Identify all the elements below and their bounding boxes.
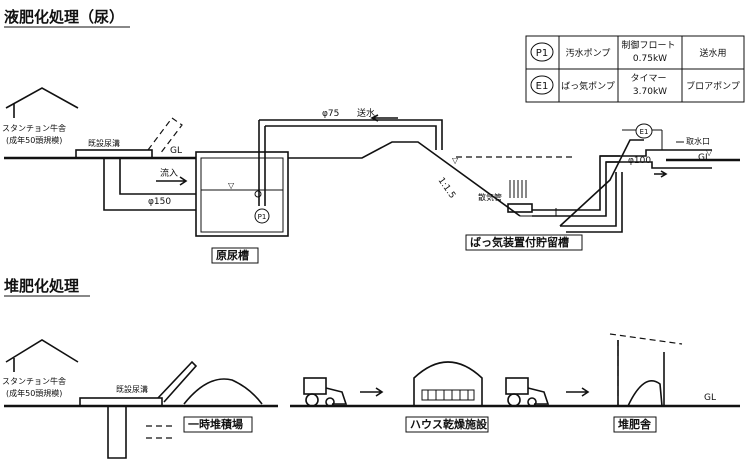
barn-roof-lower bbox=[5, 339, 79, 372]
gl-right-label: GL bbox=[698, 153, 710, 163]
intake-label: 取水口 bbox=[686, 136, 710, 146]
flow-arrow-1 bbox=[360, 387, 384, 397]
pipe-inlet-label: φ150 bbox=[148, 197, 171, 207]
svg-text:E1: E1 bbox=[640, 128, 649, 136]
pipe-outlet-label: φ100 bbox=[628, 156, 651, 166]
svg-text:E1: E1 bbox=[536, 81, 549, 92]
svg-text:▽: ▽ bbox=[452, 156, 459, 165]
pump-p1-icon bbox=[254, 208, 270, 224]
legend-e1-use: ブロアポンプ bbox=[686, 80, 740, 92]
pump-e1-symbol bbox=[530, 75, 554, 95]
svg-text:P1: P1 bbox=[258, 213, 267, 221]
urine-tank bbox=[195, 151, 289, 237]
svg-text:▽: ▽ bbox=[228, 181, 235, 190]
gl-left-label: GL bbox=[170, 146, 182, 156]
barn-roof-upper bbox=[5, 87, 79, 118]
compost-shed bbox=[609, 333, 683, 407]
temp-pile-heap bbox=[183, 378, 263, 405]
legend-p1-name: 汚水ポンプ bbox=[566, 47, 611, 59]
outflow-arrow bbox=[654, 170, 668, 178]
flow-arrow-2 bbox=[566, 387, 590, 397]
aeration-pipe bbox=[507, 203, 533, 213]
pump-p1-symbol bbox=[530, 42, 554, 62]
liquid-section-title: 液肥化処理（尿） bbox=[4, 8, 124, 26]
svg-text:P1: P1 bbox=[536, 48, 548, 59]
inflow-label: 流入 bbox=[160, 167, 178, 179]
legend-p1-use: 送水用 bbox=[699, 47, 726, 59]
compost-shed-label: 堆肥舎 bbox=[618, 417, 652, 431]
house-dryer-label: ハウス乾燥施設 bbox=[410, 417, 488, 431]
loader-icon bbox=[303, 377, 348, 407]
house-dryer bbox=[413, 361, 483, 406]
pump-e1-icon bbox=[635, 123, 653, 139]
barn-label-upper: スタンチョン牛舎 (成年50頭規模) bbox=[2, 123, 69, 145]
legend-e1-spec: タイマー 3.70kW bbox=[631, 73, 670, 97]
send-water-arrow bbox=[370, 114, 398, 122]
inflow-arrow bbox=[156, 176, 188, 186]
urine-tank-label: 原尿槽 bbox=[216, 248, 249, 262]
pipe-main-label: φ75 bbox=[322, 109, 339, 119]
legend-p1-spec: 制御フロート 0.75kW bbox=[622, 39, 679, 64]
aeration-pipe-label: 散気管 bbox=[478, 192, 502, 202]
existing-trough-label-upper: 既設尿溝 bbox=[88, 138, 120, 148]
legend-table: P1 汚水ポンプ 制御フロート 0.75kW 送水用 E1 ばっ気ポンプ タイマ… bbox=[525, 35, 745, 103]
existing-trough-label-lower: 既設尿溝 bbox=[116, 384, 148, 394]
temp-pile-label: 一時堆積場 bbox=[188, 417, 243, 431]
aeration-bubbles bbox=[509, 180, 527, 198]
barn-label-lower: スタンチョン牛舎 (成年50頭規模) bbox=[2, 376, 69, 398]
storage-tank-label: ばっ気装置付貯留槽 bbox=[470, 235, 569, 249]
legend-e1-name: ばっ気ポンプ bbox=[561, 80, 615, 92]
compost-section-title: 堆肥化処理 bbox=[4, 277, 79, 295]
loader-icon-2 bbox=[505, 377, 550, 407]
gl-lower-label: GL bbox=[704, 393, 716, 403]
send-water-label: 送水 bbox=[357, 107, 375, 119]
svg-text:▽: ▽ bbox=[706, 148, 713, 157]
slope-label: 1:1.5 bbox=[436, 176, 457, 201]
